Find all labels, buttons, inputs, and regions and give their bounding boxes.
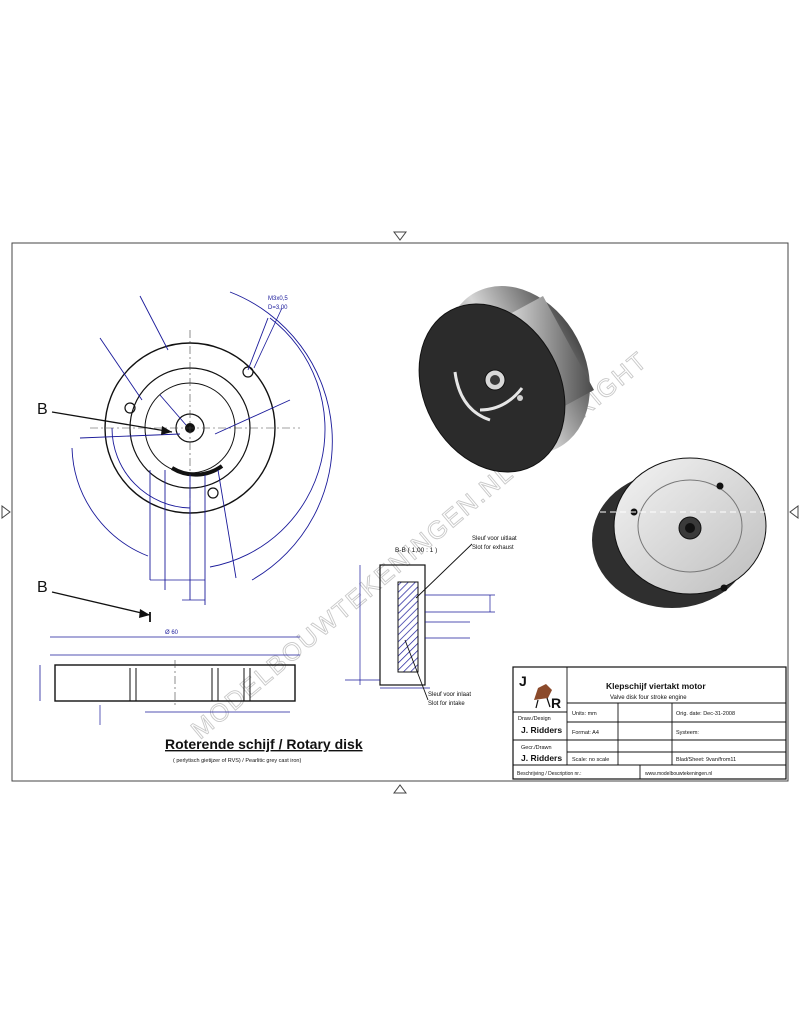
draw-design-label: Draw./Design [518,716,551,722]
sheet-frame [1,231,799,794]
material-note: ( perlytisch gietijzer of RVS) / Pearlit… [173,758,301,764]
front-view: M3x0,5 D=3,00 [71,291,333,605]
units-label: Units: mm [572,711,597,717]
logo-letter-r: R [551,695,561,711]
logo-letter-j: J [519,673,527,689]
designer-name: J. Ridders [521,725,562,735]
logo: J R [519,673,561,711]
title-nl: Klepschijf viertakt motor [606,681,706,691]
title-en: Valve disk four stroke engine [610,695,687,701]
title-block: J R Klepschijf viertakt motor Valve disk… [512,666,787,780]
scale-label: Scale: no scale [572,757,609,763]
orig-date-label: Orig. date: Dec-31-2008 [676,711,735,717]
thread-callout: M3x0,5 [268,296,288,302]
section-marker-bottom: B [37,579,151,622]
slot-exhaust-nl: Sleuf voor uitlaat [472,536,517,542]
thread-depth-callout: D=3,00 [268,305,288,311]
slot-intake-annotation: Sleuf voor inlaat Slot for intake [404,639,471,707]
slot-intake-nl: Sleuf voor inlaat [428,692,471,698]
section-marker-top-label: B [37,401,48,418]
slot-intake-en: Slot for intake [428,701,465,707]
format-label: Format: A4 [572,730,599,736]
section-marker-bottom-label: B [37,579,48,596]
system-label: Systeem: [676,730,699,736]
description-label: Beschrijving / Description nr.: [517,771,581,777]
checked-label: Gecr./Drawn [521,745,552,751]
website: www.modelbouwtekeningen.nl [645,771,712,777]
section-view: B-B ( 1,00 : 1 ) [345,547,495,689]
sheet-label: Blad/Sheet: 9van/from11 [676,757,736,763]
section-view-label: B-B ( 1,00 : 1 ) [395,547,437,554]
slot-exhaust-en: Slot for exhaust [472,545,514,551]
main-title: Roterende schijf / Rotary disk [165,736,363,752]
slot-exhaust-annotation: Sleuf voor uitlaat Slot for exhaust [415,536,517,599]
drawn-by-name: J. Ridders [521,753,562,763]
overall-width-dim: Ø 60 [165,630,179,636]
disk-render-back [592,457,780,608]
disk-render-front [418,285,594,473]
side-view: Ø 60 [39,630,300,725]
section-marker-top: B [37,401,173,435]
